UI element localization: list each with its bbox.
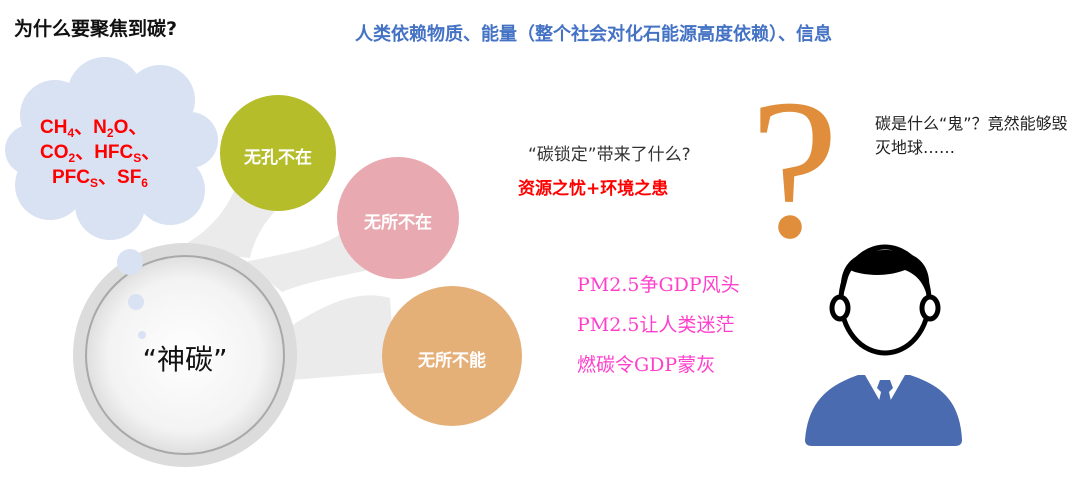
petal-circle-3 bbox=[382, 286, 522, 426]
gas-sub: 4 bbox=[67, 126, 75, 140]
petal-label-1: 无孔不在 bbox=[244, 148, 312, 168]
gas-line-3: PFCS、SF6 bbox=[52, 165, 148, 196]
gas-text: O、 bbox=[113, 117, 148, 138]
gas-text: 、 bbox=[141, 142, 161, 163]
pm-line-2: PM2.5让人类迷茫 bbox=[577, 314, 735, 336]
thought-bubbles bbox=[117, 249, 146, 339]
thought-cloud bbox=[5, 57, 218, 240]
pm-line-1: PM2.5争GDP风头 bbox=[577, 274, 740, 296]
gas-text: 、HFC bbox=[75, 142, 134, 163]
page-title: 为什么要聚焦到碳? bbox=[14, 18, 178, 40]
lock-answer: 资源之忧+环境之患 bbox=[518, 179, 669, 199]
gas-line-2: CO2、HFCS、 bbox=[40, 140, 160, 171]
gas-sub: S bbox=[133, 151, 142, 165]
gas-sub: 6 bbox=[141, 176, 148, 190]
pm-line-3: 燃碳令GDP蒙灰 bbox=[577, 354, 716, 376]
petal-label-2: 无所不在 bbox=[364, 213, 432, 233]
petal-label-3: 无所不能 bbox=[418, 351, 486, 371]
gas-text: 、SF bbox=[98, 167, 142, 188]
gas-sub: S bbox=[90, 176, 99, 190]
lock-question: “碳锁定”带来了什么? bbox=[528, 145, 691, 165]
gas-sub: 2 bbox=[106, 126, 114, 140]
gas-text: 、N bbox=[74, 117, 107, 138]
gas-text: CH bbox=[40, 117, 68, 138]
subtitle: 人类依赖物质、能量（整个社会对化石能源高度依赖）、信息 bbox=[355, 24, 832, 45]
ghost-text: 碳是什么“鬼”？竟然能够毁灭地球…… bbox=[875, 114, 1068, 157]
gas-text: PFC bbox=[52, 167, 90, 188]
person-icon bbox=[805, 244, 962, 446]
question-mark-icon: ? bbox=[750, 59, 839, 280]
petal-circle-1 bbox=[220, 95, 336, 211]
petal-circle-2 bbox=[337, 157, 459, 279]
gas-text: CO bbox=[40, 142, 69, 163]
gas-line-1: CH4、N2O、 bbox=[40, 115, 147, 146]
center-label: “神碳” bbox=[142, 343, 228, 376]
gas-sub: 2 bbox=[68, 151, 76, 165]
